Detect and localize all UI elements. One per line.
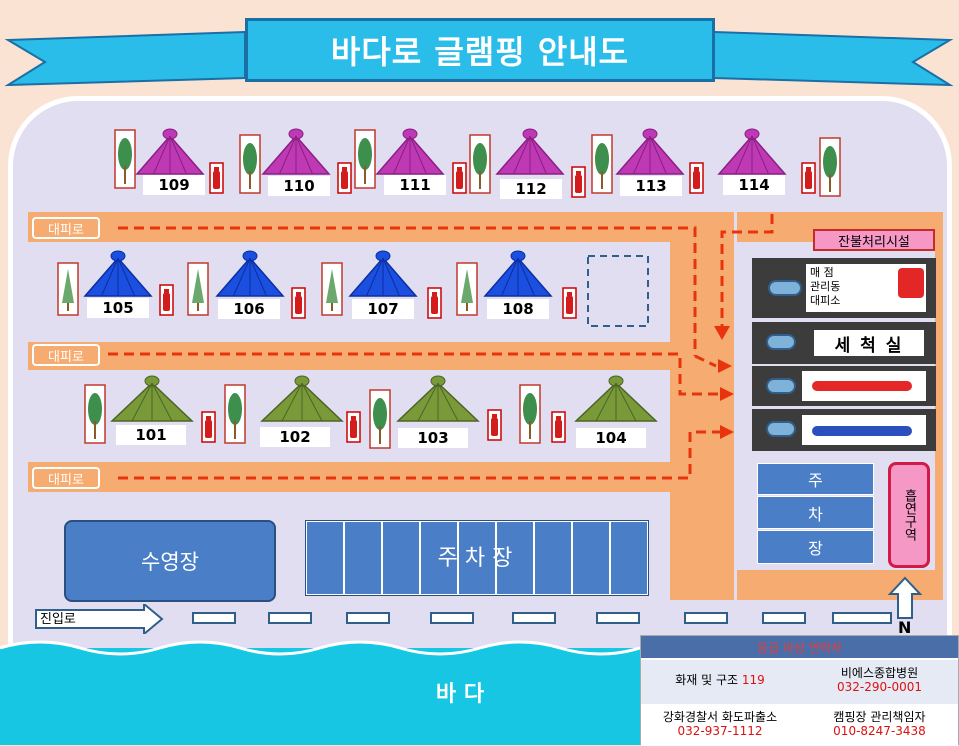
tent-label: 113 [620,176,682,196]
manager-number: 010-8247-3438 [833,724,926,738]
fire-label: 화재 및 구조 [675,673,739,687]
restroom-panel [802,371,926,401]
emergency-contacts: 응급 비상 연락처 화재 및 구조 119 비에스종합병원 032-290-00… [640,635,959,746]
store-building: 매 점 관리동 대피소 [752,258,936,318]
waste-facility-label: 잔불처리시설 [813,229,935,251]
wash-label: 세 척 실 [814,330,924,356]
tent-seam [153,135,171,175]
wash-room: 세 척 실 [752,322,936,364]
road-dash [346,612,390,624]
road-dash [268,612,312,624]
tent-seam [437,382,459,422]
tent-seam [393,135,411,175]
female-icon [812,381,912,391]
parking-lot [305,520,649,596]
police-number: 032-937-1112 [677,724,763,738]
room-icon [766,378,796,394]
tent-seam [409,135,427,175]
smoking-area: 흡연구역 [888,462,930,568]
evac-label: 대피로 [32,467,100,489]
tent-label: 102 [260,427,330,447]
empty-site [587,255,649,327]
tent-seam [735,135,753,175]
tent-label: 106 [218,299,280,319]
tent-seam [301,382,323,422]
parking-cell: 차 [757,496,874,529]
wave-edge [0,640,641,656]
tent-label: 103 [398,428,468,448]
tent-seam [249,257,267,297]
evac-label: 대피로 [32,344,100,366]
tent-seam [169,135,187,175]
road-dash [832,612,892,624]
north-arrow-icon [887,576,923,620]
road-dash [684,612,728,624]
tent-seam [233,257,251,297]
evac-label: 대피로 [32,217,100,239]
road-dash [430,612,474,624]
tent-seam [633,135,651,175]
manager-label: 캠핑장 관리책임자 [833,710,926,724]
tent-seam [649,135,667,175]
entrance-label: 진입로 [40,612,76,627]
tent-label: 110 [268,176,330,196]
tent-seam [595,382,617,422]
tent-seam [751,135,769,175]
parking-lot-label: 주 차 장 [437,546,513,571]
hospital-label: 비에스종합병원 [840,666,919,680]
road-dash [762,612,806,624]
tent-label: 101 [116,425,186,445]
swimming-pool: 수영장 [64,520,276,602]
road-dash [512,612,556,624]
road [935,212,943,600]
tent-seam [151,382,173,422]
tent-label: 111 [384,175,446,195]
tent-seam [131,382,153,422]
parking-cell: 장 [757,530,874,564]
tent-seam [279,135,297,175]
parking-cell: 주 [757,463,874,495]
entrance-arrow [34,601,164,637]
male-icon [812,426,912,436]
tent-seam [366,257,384,297]
tent-seam [517,257,535,297]
tent-seam [295,135,313,175]
tent-label: 114 [723,175,785,195]
title-ribbon [4,30,954,87]
room-icon [766,334,796,350]
police-label: 강화경찰서 화도파출소 [662,710,778,724]
tent-label: 104 [576,428,646,448]
tent-seam [117,257,135,297]
tent-label: 112 [500,179,562,199]
tent-seam [101,257,119,297]
tent-label: 107 [352,299,414,319]
road-dash [192,612,236,624]
room-icon [766,421,796,437]
room-icon [768,280,802,296]
tent-seam [529,135,547,175]
page-title: 바다로 글램핑 안내도 [245,18,715,82]
hospital-number: 032-290-0001 [836,680,922,694]
mens-restroom [752,409,936,451]
road [28,342,670,370]
tent-seam [281,382,303,422]
first-aid-icon [898,268,924,298]
womens-restroom [752,366,936,406]
tent-seam [382,257,400,297]
fire-number: 119 [741,673,765,687]
restroom-panel [802,415,926,445]
tent-seam [513,135,531,175]
contacts-header: 응급 비상 연락처 [641,636,958,658]
sea-label: 바 다 [435,682,485,707]
tent-label: 108 [487,299,549,319]
north-label: N [898,618,912,637]
tent-seam [417,382,439,422]
road-dash [596,612,640,624]
tent-seam [615,382,637,422]
tent-label: 109 [143,175,205,195]
tent-label: 105 [87,298,149,318]
tent-seam [501,257,519,297]
